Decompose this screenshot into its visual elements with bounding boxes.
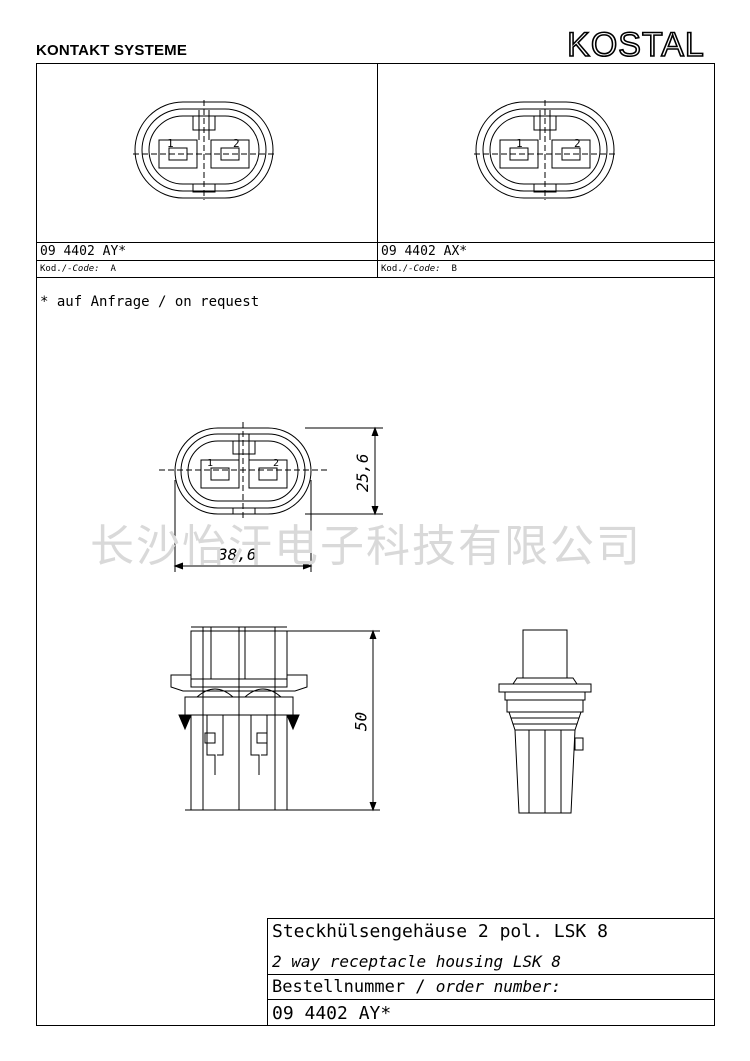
order-number-label: Bestellnummer / order number: xyxy=(272,977,562,997)
connector-face-a-drawing: 1 2 xyxy=(133,100,275,200)
svg-text:2: 2 xyxy=(574,137,581,150)
variant-divider xyxy=(377,63,378,278)
svg-text:2: 2 xyxy=(233,137,240,150)
front-view-drawing: 1 2 xyxy=(159,422,383,572)
connector-face-b-drawing: 1 2 xyxy=(474,100,616,200)
variant-a-code: Kod./-Code: A xyxy=(40,264,116,274)
title-german: Steckhülsengehäuse 2 pol. LSK 8 xyxy=(272,921,608,942)
svg-text:2: 2 xyxy=(273,458,279,469)
on-request-note: * auf Anfrage / on request xyxy=(40,294,260,310)
svg-text:1: 1 xyxy=(167,137,174,150)
length-dimension-label: 50 xyxy=(351,711,371,732)
title-english: 2 way receptacle housing LSK 8 xyxy=(272,952,561,971)
external-side-drawing xyxy=(498,629,592,814)
variant-b-code: Kod./-Code: B xyxy=(381,264,457,274)
order-number-value: 09 4402 AY* xyxy=(272,1003,392,1024)
width-dimension-label: 38,6 xyxy=(218,545,257,564)
height-dimension-label: 25,6 xyxy=(353,453,372,492)
logo-text: KOSTAL xyxy=(567,26,705,64)
variant-b-part-number: 09 4402 AX* xyxy=(381,244,468,259)
variant-a-part-number: 09 4402 AY* xyxy=(40,244,127,259)
kostal-logo: KOSTAL xyxy=(566,25,705,65)
watermark-text: 长沙怡汗电子科技有限公司 xyxy=(90,521,642,572)
company-label: KONTAKT SYSTEME xyxy=(36,42,188,59)
svg-text:1: 1 xyxy=(207,458,213,469)
drawing-frame xyxy=(36,63,715,1026)
svg-text:1: 1 xyxy=(516,137,523,150)
side-section-drawing xyxy=(170,626,380,812)
